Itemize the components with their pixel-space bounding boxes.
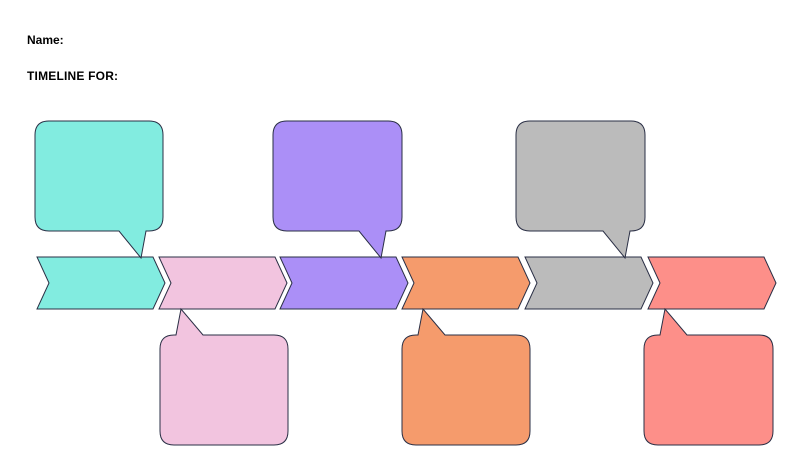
timeline-callouts (34, 120, 774, 446)
callout-step-3[interactable] (272, 120, 403, 260)
callout-step-1[interactable] (34, 120, 164, 260)
arrow-step-3[interactable] (279, 256, 409, 310)
arrow-step-5[interactable] (524, 256, 654, 310)
arrow-step-2[interactable] (158, 256, 288, 310)
name-label: Name: (27, 33, 64, 47)
arrow-step-6[interactable] (647, 256, 777, 310)
arrow-step-1[interactable] (36, 256, 166, 310)
callout-step-5[interactable] (515, 120, 646, 260)
callout-step-6[interactable] (643, 307, 774, 446)
timeline-title: TIMELINE FOR: (27, 69, 119, 83)
timeline-arrows (36, 256, 777, 310)
arrow-step-4[interactable] (401, 256, 531, 310)
callout-step-2[interactable] (159, 307, 289, 446)
callout-step-4[interactable] (401, 307, 531, 446)
